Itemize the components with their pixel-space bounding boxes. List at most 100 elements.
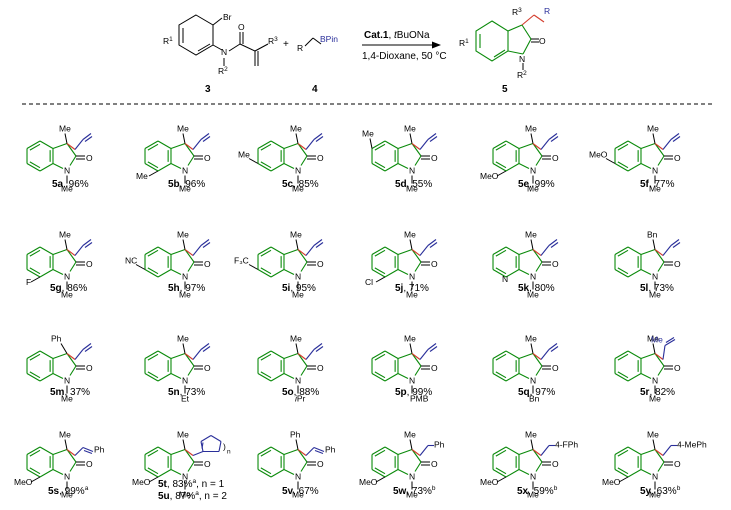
nitrogen-atom: N	[221, 47, 227, 57]
ring-bond	[144, 373, 159, 382]
c3-methyl: Me	[525, 430, 537, 440]
ring-bond	[411, 449, 422, 463]
ring-bond	[492, 140, 507, 149]
n-methyl: Me	[406, 184, 418, 194]
ring-bond	[300, 461, 308, 472]
general-reaction: Br N O R3 R2 R1 3 + R BPin 4	[163, 6, 550, 95]
ring-double-bond	[495, 449, 507, 457]
allyl-bond	[419, 349, 429, 360]
oxygen-atom: O	[674, 459, 681, 469]
ring-bond	[39, 140, 54, 149]
aryl-substituent-bond	[30, 476, 41, 483]
ring-bond	[414, 365, 422, 376]
ring-bond	[157, 269, 172, 278]
ring-double-bond	[147, 161, 159, 169]
n-ethyl: Et	[181, 394, 190, 404]
ring-bond	[26, 373, 41, 382]
new-cc-bond	[654, 249, 664, 256]
n-methyl: Me	[179, 290, 191, 300]
ring-bond	[614, 269, 629, 278]
c3-methyl-bond	[530, 439, 534, 450]
new-cc-bond	[411, 353, 421, 360]
ring-bond	[270, 373, 285, 382]
methallyl-methyl: Me	[651, 335, 663, 345]
ring-double-bond	[29, 161, 41, 169]
ring-bond	[26, 469, 41, 478]
aryl-group: 4-MePh	[677, 440, 707, 450]
new-cc-bond	[654, 353, 664, 360]
ring-bond	[657, 261, 665, 272]
r-group: R	[297, 43, 303, 53]
allyl-double-bond	[672, 242, 681, 248]
ring-bond	[411, 249, 422, 263]
ring-bond	[170, 373, 182, 379]
ring-bond	[157, 469, 172, 478]
ring-size-bracket: )	[223, 442, 226, 452]
ring-bond	[371, 469, 386, 478]
c3-methyl-bond	[652, 239, 656, 250]
compound-label-3: 3	[205, 84, 211, 95]
nitrogen-atom: N	[409, 376, 415, 386]
oxygen-atom: O	[674, 153, 681, 163]
cinnamyl-phenyl: Ph	[94, 445, 105, 455]
compound-label-5s: 5s, 99%a	[48, 485, 89, 497]
ring-bond	[532, 353, 543, 367]
ring-bond	[144, 163, 159, 172]
c3-methyl: Me	[404, 334, 416, 344]
c3-methyl-bond	[295, 133, 299, 144]
n-methyl: Me	[649, 490, 661, 500]
aryl-substituent-bond	[248, 158, 259, 164]
aryl-substituent-bond	[148, 476, 159, 483]
ring-bond	[640, 373, 652, 379]
allyl-bond	[427, 239, 437, 246]
c3-methyl: Me	[290, 230, 302, 240]
n-pmb: PMB	[410, 394, 429, 404]
ring-bond	[614, 246, 629, 255]
n-methyl: Me	[179, 184, 191, 194]
compound-label-5t: 5t, 83%a, n = 1	[158, 478, 225, 490]
ring-bond	[492, 163, 507, 172]
ring-bond	[52, 352, 68, 360]
ring-bond	[270, 246, 285, 255]
ring-bond	[52, 373, 64, 379]
nitrogen-atom: N	[64, 272, 70, 282]
ring-double-bond	[260, 467, 272, 475]
ring-bond	[535, 261, 543, 272]
ring-double-bond	[260, 449, 272, 457]
ring-double-bond	[374, 249, 386, 257]
allyl-bond	[419, 245, 429, 256]
oxygen-atom: O	[204, 153, 211, 163]
nitrogen-atom: N	[182, 472, 188, 482]
aryl-substituent-bond	[496, 476, 507, 483]
ring-bond	[52, 469, 64, 475]
ring-bond	[397, 142, 413, 150]
allyl-bond	[419, 139, 429, 150]
ring-bond	[384, 163, 399, 172]
nitrogen-atom: N	[182, 166, 188, 176]
oxygen-atom: O	[204, 459, 211, 469]
ring-bond	[640, 163, 652, 169]
ring-bond	[187, 365, 195, 376]
ring-bond	[371, 269, 386, 278]
oxygen-atom: O	[552, 459, 559, 469]
ring-bond	[518, 163, 530, 169]
ring-bond	[26, 140, 41, 149]
allyl-bond	[192, 349, 202, 360]
r2-group: R2	[517, 70, 527, 80]
n-benzyl: Bn	[529, 394, 540, 404]
allyl-bond	[74, 349, 84, 360]
compound-label-5h: 5h, 97%	[168, 283, 205, 294]
ring-double-bond	[29, 267, 41, 275]
nitrogen-atom: N	[530, 272, 536, 282]
ring-bond	[505, 446, 520, 455]
c3-methyl-bond	[295, 439, 299, 450]
ring-bond	[627, 350, 642, 359]
ring-bond	[257, 469, 272, 478]
new-cc-bond	[66, 353, 76, 360]
c3-methyl-bond	[182, 343, 186, 354]
ring-bond	[184, 449, 195, 463]
ring-bond	[144, 269, 159, 278]
